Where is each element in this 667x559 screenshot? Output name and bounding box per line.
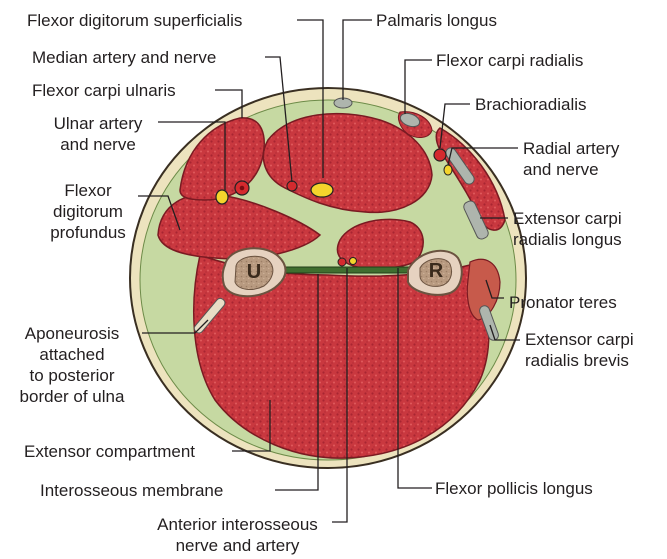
label-flexor-digitorum-profundus: Flexor digitorum profundus [38,180,138,243]
label-aponeurosis-line4: border of ulna [4,386,140,407]
label-extensor-compartment: Extensor compartment [24,441,195,462]
label-radial-artery-line2: and nerve [523,159,619,180]
label-ulnar-artery-line1: Ulnar artery [38,113,158,134]
label-anterior-interosseous: Anterior interosseous nerve and artery [145,514,330,556]
label-aponeurosis-line2: attached [4,344,140,365]
label-radial-artery-line1: Radial artery [523,138,619,159]
label-extensor-carpi-radialis-brevis: Extensor carpi radialis brevis [525,329,634,371]
label-interosseous-membrane: Interosseous membrane [40,480,223,501]
label-fdp-line3: profundus [38,222,138,243]
label-flexor-carpi-ulnaris: Flexor carpi ulnaris [32,80,176,101]
label-flexor-digitorum-superficialis: Flexor digitorum superficialis [27,10,242,31]
ulnar-nerve [216,190,228,204]
anterior-interosseous-artery [338,258,346,266]
label-ecrb-line2: radialis brevis [525,350,634,371]
label-fdp-line2: digitorum [38,201,138,222]
label-ulnar-artery-line2: and nerve [38,134,158,155]
median-artery [287,181,297,191]
radius-letter: R [426,261,446,282]
label-brachioradialis: Brachioradialis [475,94,587,115]
label-radial-artery-nerve: Radial artery and nerve [523,138,619,180]
label-median-artery-nerve: Median artery and nerve [32,47,216,68]
radial-artery [434,149,446,161]
label-aponeurosis-line3: to posterior [4,365,140,386]
label-fdp-line1: Flexor [38,180,138,201]
ulnar-artery-lumen [240,186,245,191]
label-pronator-teres: Pronator teres [509,292,617,313]
label-flexor-pollicis-longus: Flexor pollicis longus [435,478,593,499]
label-palmaris-longus: Palmaris longus [376,10,497,31]
label-ulnar-artery-nerve: Ulnar artery and nerve [38,113,158,155]
label-ecrl-line1: Extensor carpi [513,208,622,229]
label-extensor-carpi-radialis-longus: Extensor carpi radialis longus [513,208,622,250]
label-ecrb-line1: Extensor carpi [525,329,634,350]
anterior-interosseous-nerve [350,258,357,265]
label-ain-line2: nerve and artery [145,535,330,556]
label-aponeurosis-line1: Aponeurosis [4,323,140,344]
ulna-letter: U [244,262,264,283]
label-ain-line1: Anterior interosseous [145,514,330,535]
label-ecrl-line2: radialis longus [513,229,622,250]
interosseous-membrane [272,267,412,273]
label-aponeurosis: Aponeurosis attached to posterior border… [4,323,140,407]
label-flexor-carpi-radialis: Flexor carpi radialis [436,50,583,71]
radial-nerve [444,165,452,175]
median-nerve [311,183,333,197]
